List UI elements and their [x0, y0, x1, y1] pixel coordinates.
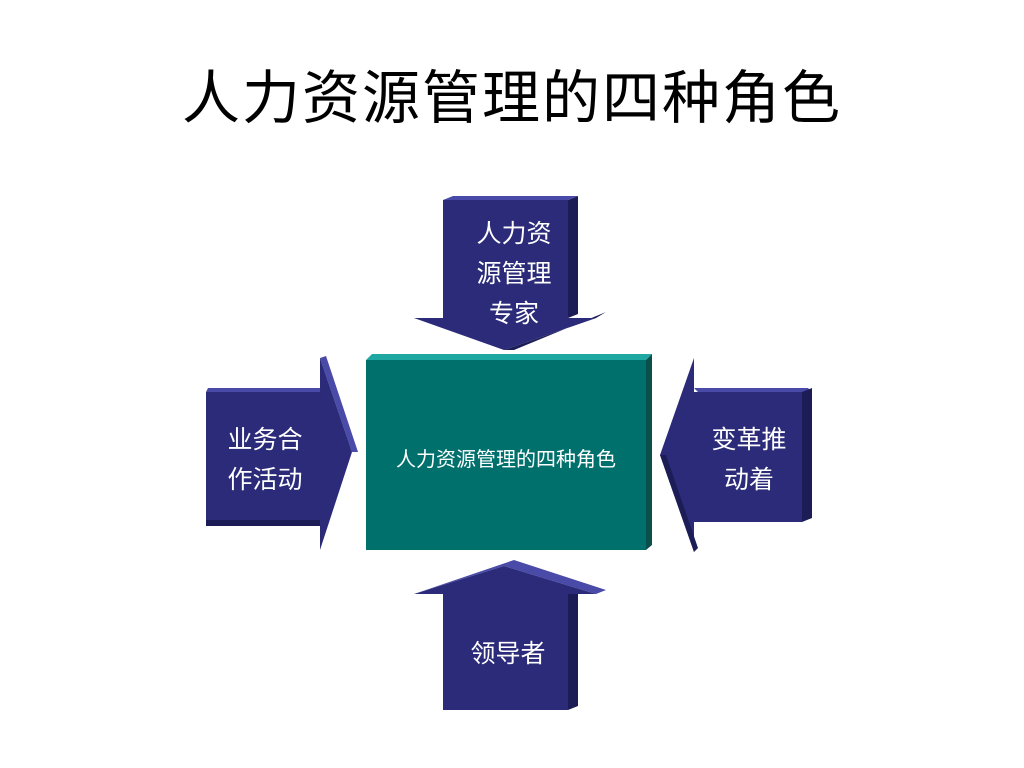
right-arrow-label: 变革推 动着 — [711, 425, 787, 494]
left-arrow-bevel — [206, 388, 322, 392]
top-arrow-label: 人力资 源管理 专家 — [476, 219, 552, 328]
top-arrow-depth — [568, 196, 578, 318]
left-arrow — [206, 356, 358, 550]
left-arrow-head-bevel — [320, 356, 358, 452]
bottom-arrow-face — [414, 566, 596, 710]
center-box-side — [646, 354, 652, 550]
bottom-arrow-depth — [568, 590, 578, 710]
right-arrow-depth — [802, 388, 812, 522]
right-arrow-face — [660, 358, 802, 552]
left-arrow-depth — [206, 520, 320, 526]
top-arrow — [414, 196, 606, 350]
center-box-face — [366, 360, 646, 550]
center-box — [366, 354, 652, 550]
top-arrow-bevel — [443, 196, 578, 200]
bottom-arrow — [414, 560, 606, 710]
top-arrow-face — [414, 200, 596, 350]
right-arrow — [660, 358, 812, 552]
center-label: 人力资源管理的四种角色 — [396, 447, 616, 471]
page-title: 人力资源管理的四种角色 — [181, 64, 842, 132]
bottom-arrow-label: 领导者 — [470, 639, 546, 668]
right-arrow-head-depth — [660, 455, 698, 552]
right-arrow-bevel — [694, 388, 812, 392]
center-box-top — [366, 354, 652, 360]
left-arrow-face — [206, 358, 352, 550]
bottom-arrow-head-bevel — [414, 560, 606, 594]
left-arrow-label: 业务合 作活动 — [227, 425, 303, 494]
